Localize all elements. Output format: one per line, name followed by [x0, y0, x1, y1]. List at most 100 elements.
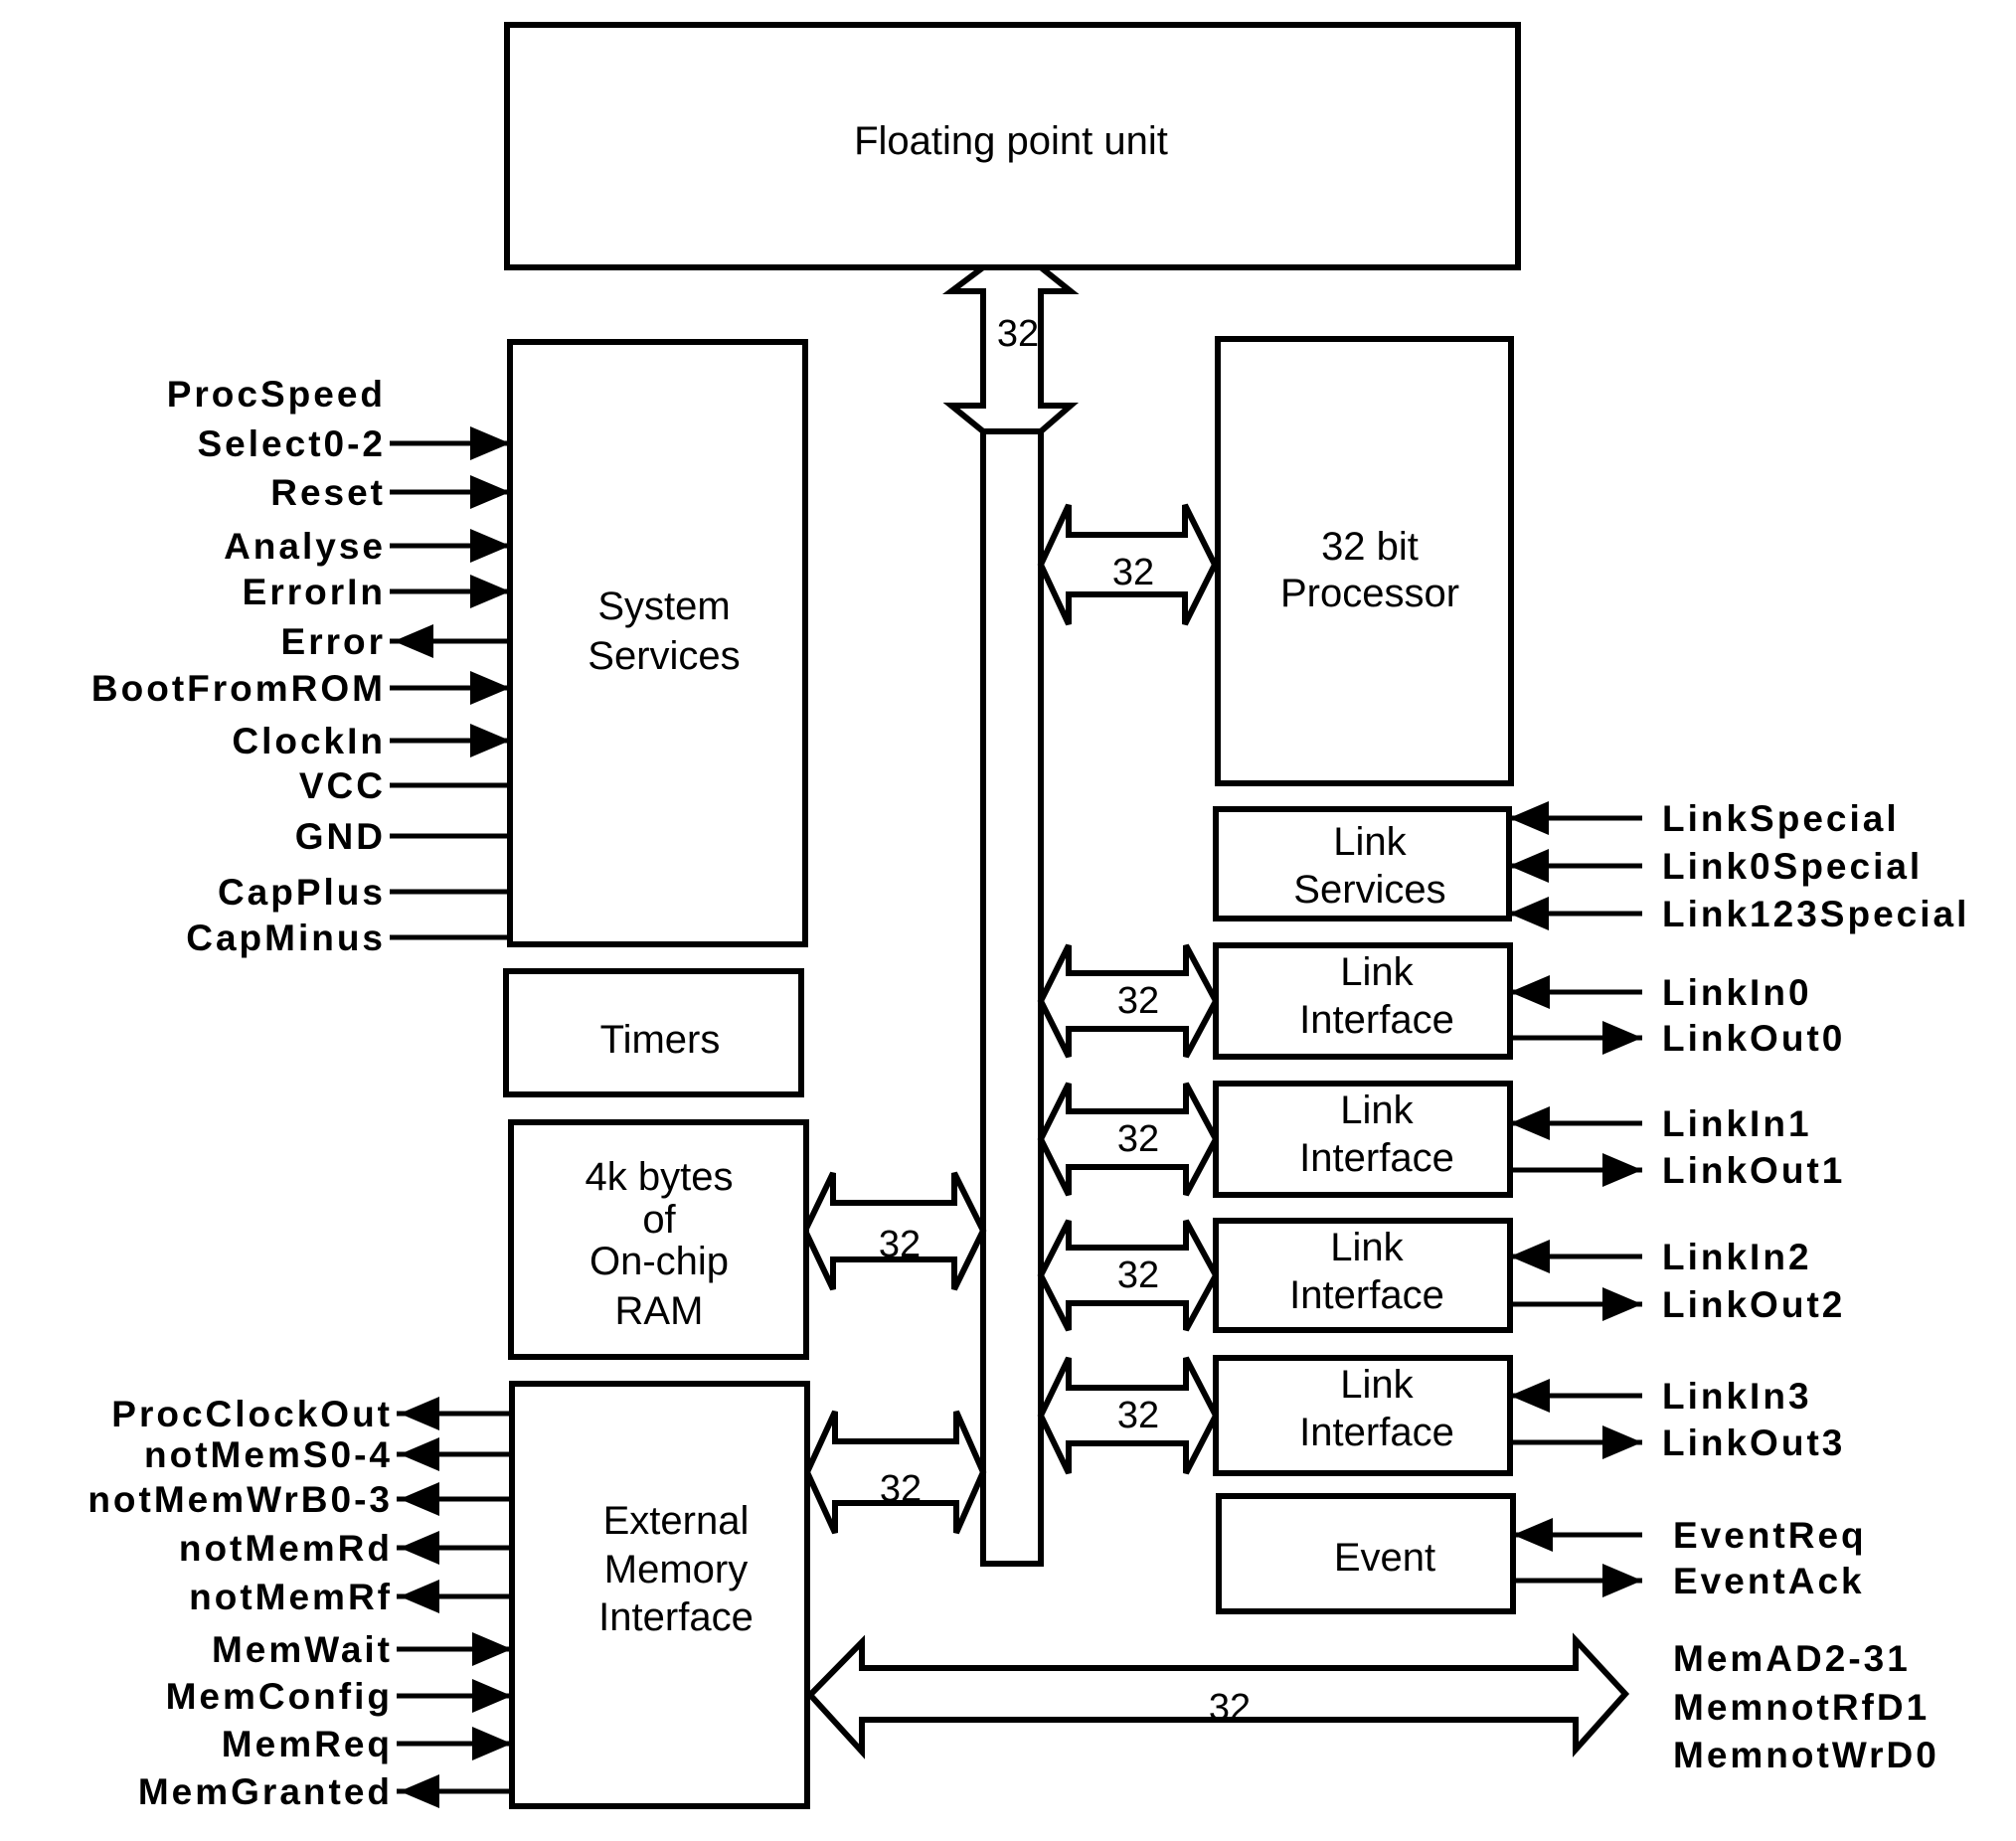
signal-emi-6: MemConfig	[166, 1676, 512, 1717]
signal-label: MemConfig	[166, 1676, 393, 1717]
signal-system-services-7: ClockIn	[232, 721, 510, 761]
signal-label: notMemS0-4	[144, 1434, 393, 1475]
arrow-left-icon	[1509, 801, 1549, 835]
signal-system-services-8: VCC	[299, 765, 510, 806]
signal-emi-3: notMemRd	[179, 1528, 512, 1569]
bus-width-label-ram: 32	[879, 1224, 921, 1265]
signal-link_services-0-0: LinkSpecial	[1509, 798, 1900, 839]
signal-links-0-0-0: LinkIn0	[1510, 972, 1809, 1013]
arrow-left-icon	[400, 1580, 439, 1613]
timers-label: Timers	[600, 1018, 721, 1062]
bus-width-label-link-1: 32	[1117, 1118, 1159, 1160]
link-services-block: Link Services	[1213, 806, 1512, 921]
arrow-left-icon	[1509, 897, 1549, 930]
ram-label-3: On-chip	[589, 1240, 729, 1283]
signal-system-services-11: CapMinus	[186, 918, 510, 958]
bus-width-label-memory: 32	[1209, 1687, 1251, 1729]
arrow-right-icon	[1602, 1287, 1642, 1321]
signal-label: GND	[295, 816, 386, 857]
signal-link_services-2-2: Link123Special	[1509, 894, 1969, 934]
emi-block: External Memory Interface	[509, 1381, 810, 1809]
signal-label: Analyse	[224, 526, 386, 567]
signal-system-services-5: Error	[281, 621, 510, 662]
signal-label: LinkOut0	[1662, 1018, 1845, 1059]
processor-label-2: Processor	[1280, 572, 1459, 615]
bus-width-label-link-3: 32	[1117, 1395, 1159, 1436]
signal-label: LinkIn3	[1662, 1376, 1812, 1417]
link-interface-label-1: Link	[1340, 1363, 1414, 1407]
link-interface-label-2: Interface	[1299, 998, 1454, 1042]
signal-links-1-0-2: LinkIn1	[1510, 1103, 1812, 1144]
processor-label-1: 32 bit	[1321, 525, 1419, 569]
signal-label: VCC	[299, 765, 386, 806]
memory-bus-signal-3: MemnotWrD0	[1673, 1735, 1939, 1775]
signal-label: LinkSpecial	[1662, 798, 1900, 839]
signal-label: ErrorIn	[243, 572, 386, 612]
event-label: Event	[1334, 1536, 1435, 1580]
processor-block: 32 bit Processor	[1215, 336, 1514, 786]
emi-label-3: Interface	[598, 1595, 754, 1639]
arrow-left-icon	[1510, 1379, 1550, 1413]
link-interface-label-2: Interface	[1299, 1411, 1454, 1454]
link-interface-label-2: Interface	[1289, 1273, 1444, 1317]
arrow-left-icon	[1513, 1518, 1553, 1552]
link-interface-label-1: Link	[1330, 1226, 1404, 1269]
bus-width-label-emi: 32	[880, 1468, 922, 1510]
signal-label: Error	[281, 621, 386, 662]
arrow-right-icon	[470, 426, 510, 460]
arrow-right-icon	[470, 671, 510, 705]
signal-system-services-1: Select0-2	[198, 423, 510, 464]
arrow-left-icon	[400, 1482, 439, 1516]
link-interface-label-1: Link	[1340, 950, 1414, 994]
fpu-block: Floating point unit	[504, 22, 1521, 270]
signal-emi-8: MemGranted	[138, 1771, 512, 1812]
arrow-left-icon	[394, 624, 433, 658]
ram-label-1: 4k bytes	[586, 1155, 734, 1199]
system-services-label-1: System	[597, 585, 730, 628]
bus-arrow-fpu	[942, 264, 1080, 434]
signal-label: CapMinus	[186, 918, 386, 958]
timers-block: Timers	[503, 968, 804, 1097]
memory-bus-arrow	[805, 1632, 1630, 1759]
signal-emi-1: notMemS0-4	[144, 1434, 512, 1475]
signal-label: ClockIn	[232, 721, 386, 761]
link-interface-label-1: Link	[1340, 1088, 1414, 1132]
signal-label: MemWait	[212, 1629, 393, 1670]
arrow-right-icon	[470, 575, 510, 608]
arrow-right-icon	[470, 529, 510, 563]
signal-label: Link123Special	[1662, 894, 1969, 934]
link-services-label-2: Services	[1293, 868, 1445, 912]
emi-label-2: Memory	[604, 1548, 748, 1591]
signal-event-1-1: EventAck	[1513, 1561, 1862, 1601]
arrow-left-icon	[400, 1531, 439, 1565]
signal-emi-5: MemWait	[212, 1629, 512, 1670]
signal-system-services-0: ProcSpeed	[167, 374, 386, 415]
signal-system-services-3: Analyse	[224, 526, 510, 567]
signal-links-3-0-6: LinkIn3	[1510, 1376, 1812, 1417]
ram-label-2: of	[642, 1198, 676, 1242]
signal-label: ProcSpeed	[167, 374, 386, 415]
arrow-left-icon	[1510, 1240, 1550, 1273]
signal-label: notMemWrB0-3	[87, 1479, 393, 1520]
fpu-label: Floating point unit	[854, 119, 1168, 163]
signal-label: Select0-2	[198, 423, 387, 464]
arrow-right-icon	[1602, 1564, 1642, 1597]
bus-width-label-link-2: 32	[1117, 1255, 1159, 1296]
signal-system-services-9: GND	[295, 816, 510, 857]
arrow-right-icon	[1602, 1021, 1642, 1055]
signal-label: Reset	[270, 472, 386, 513]
arrow-left-icon	[1510, 975, 1550, 1009]
signal-label: LinkIn1	[1662, 1103, 1812, 1144]
signal-event-0-0: EventReq	[1513, 1515, 1864, 1556]
arrow-left-icon	[400, 1774, 439, 1808]
ram-block: 4k bytes of On-chip RAM	[508, 1119, 809, 1360]
bus-width-label-fpu: 32	[997, 313, 1039, 355]
signal-emi-7: MemReq	[222, 1724, 512, 1764]
arrow-left-icon	[400, 1437, 439, 1471]
arrow-right-icon	[472, 1679, 512, 1713]
signal-emi-0: ProcClockOut	[111, 1394, 512, 1434]
signal-emi-4: notMemRf	[189, 1577, 512, 1617]
